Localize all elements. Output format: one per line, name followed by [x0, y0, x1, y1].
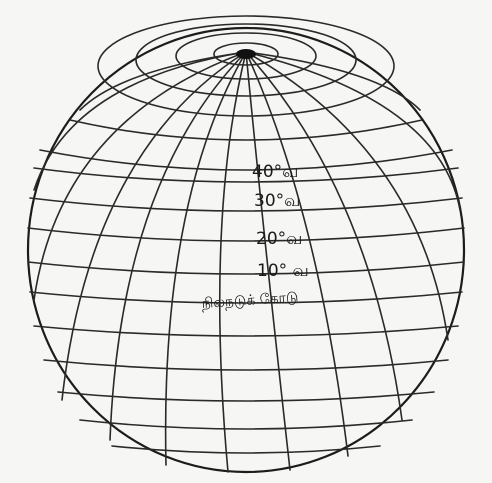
latitude-line-50 — [40, 150, 452, 170]
north-pole-point — [236, 49, 256, 59]
meridian-lines — [34, 52, 460, 472]
pole-rings — [98, 16, 394, 116]
latitude-line-s50 — [112, 446, 380, 453]
latitude-line-s30 — [58, 392, 434, 401]
latitude-line-60 — [70, 120, 422, 140]
pole-ring-4 — [98, 16, 394, 116]
latitude-label-10: 10° வ — [257, 261, 309, 281]
latitude-line-20 — [28, 228, 464, 241]
latitude-line-10 — [28, 262, 464, 274]
latitude-line-30 — [30, 198, 462, 211]
latitude-line-s20 — [44, 360, 448, 370]
meridian-2 — [62, 52, 246, 400]
equator-label: நிலநடுக் கோடு — [201, 289, 299, 312]
latitude-label-40: 40°வ — [252, 162, 298, 182]
latitude-label-20: 20°வ — [256, 229, 302, 249]
latitude-lines — [28, 120, 464, 453]
latitude-line-s10 — [34, 326, 458, 336]
latitude-label-30: 30°வ — [254, 191, 300, 211]
latitude-line-s40 — [80, 420, 412, 429]
